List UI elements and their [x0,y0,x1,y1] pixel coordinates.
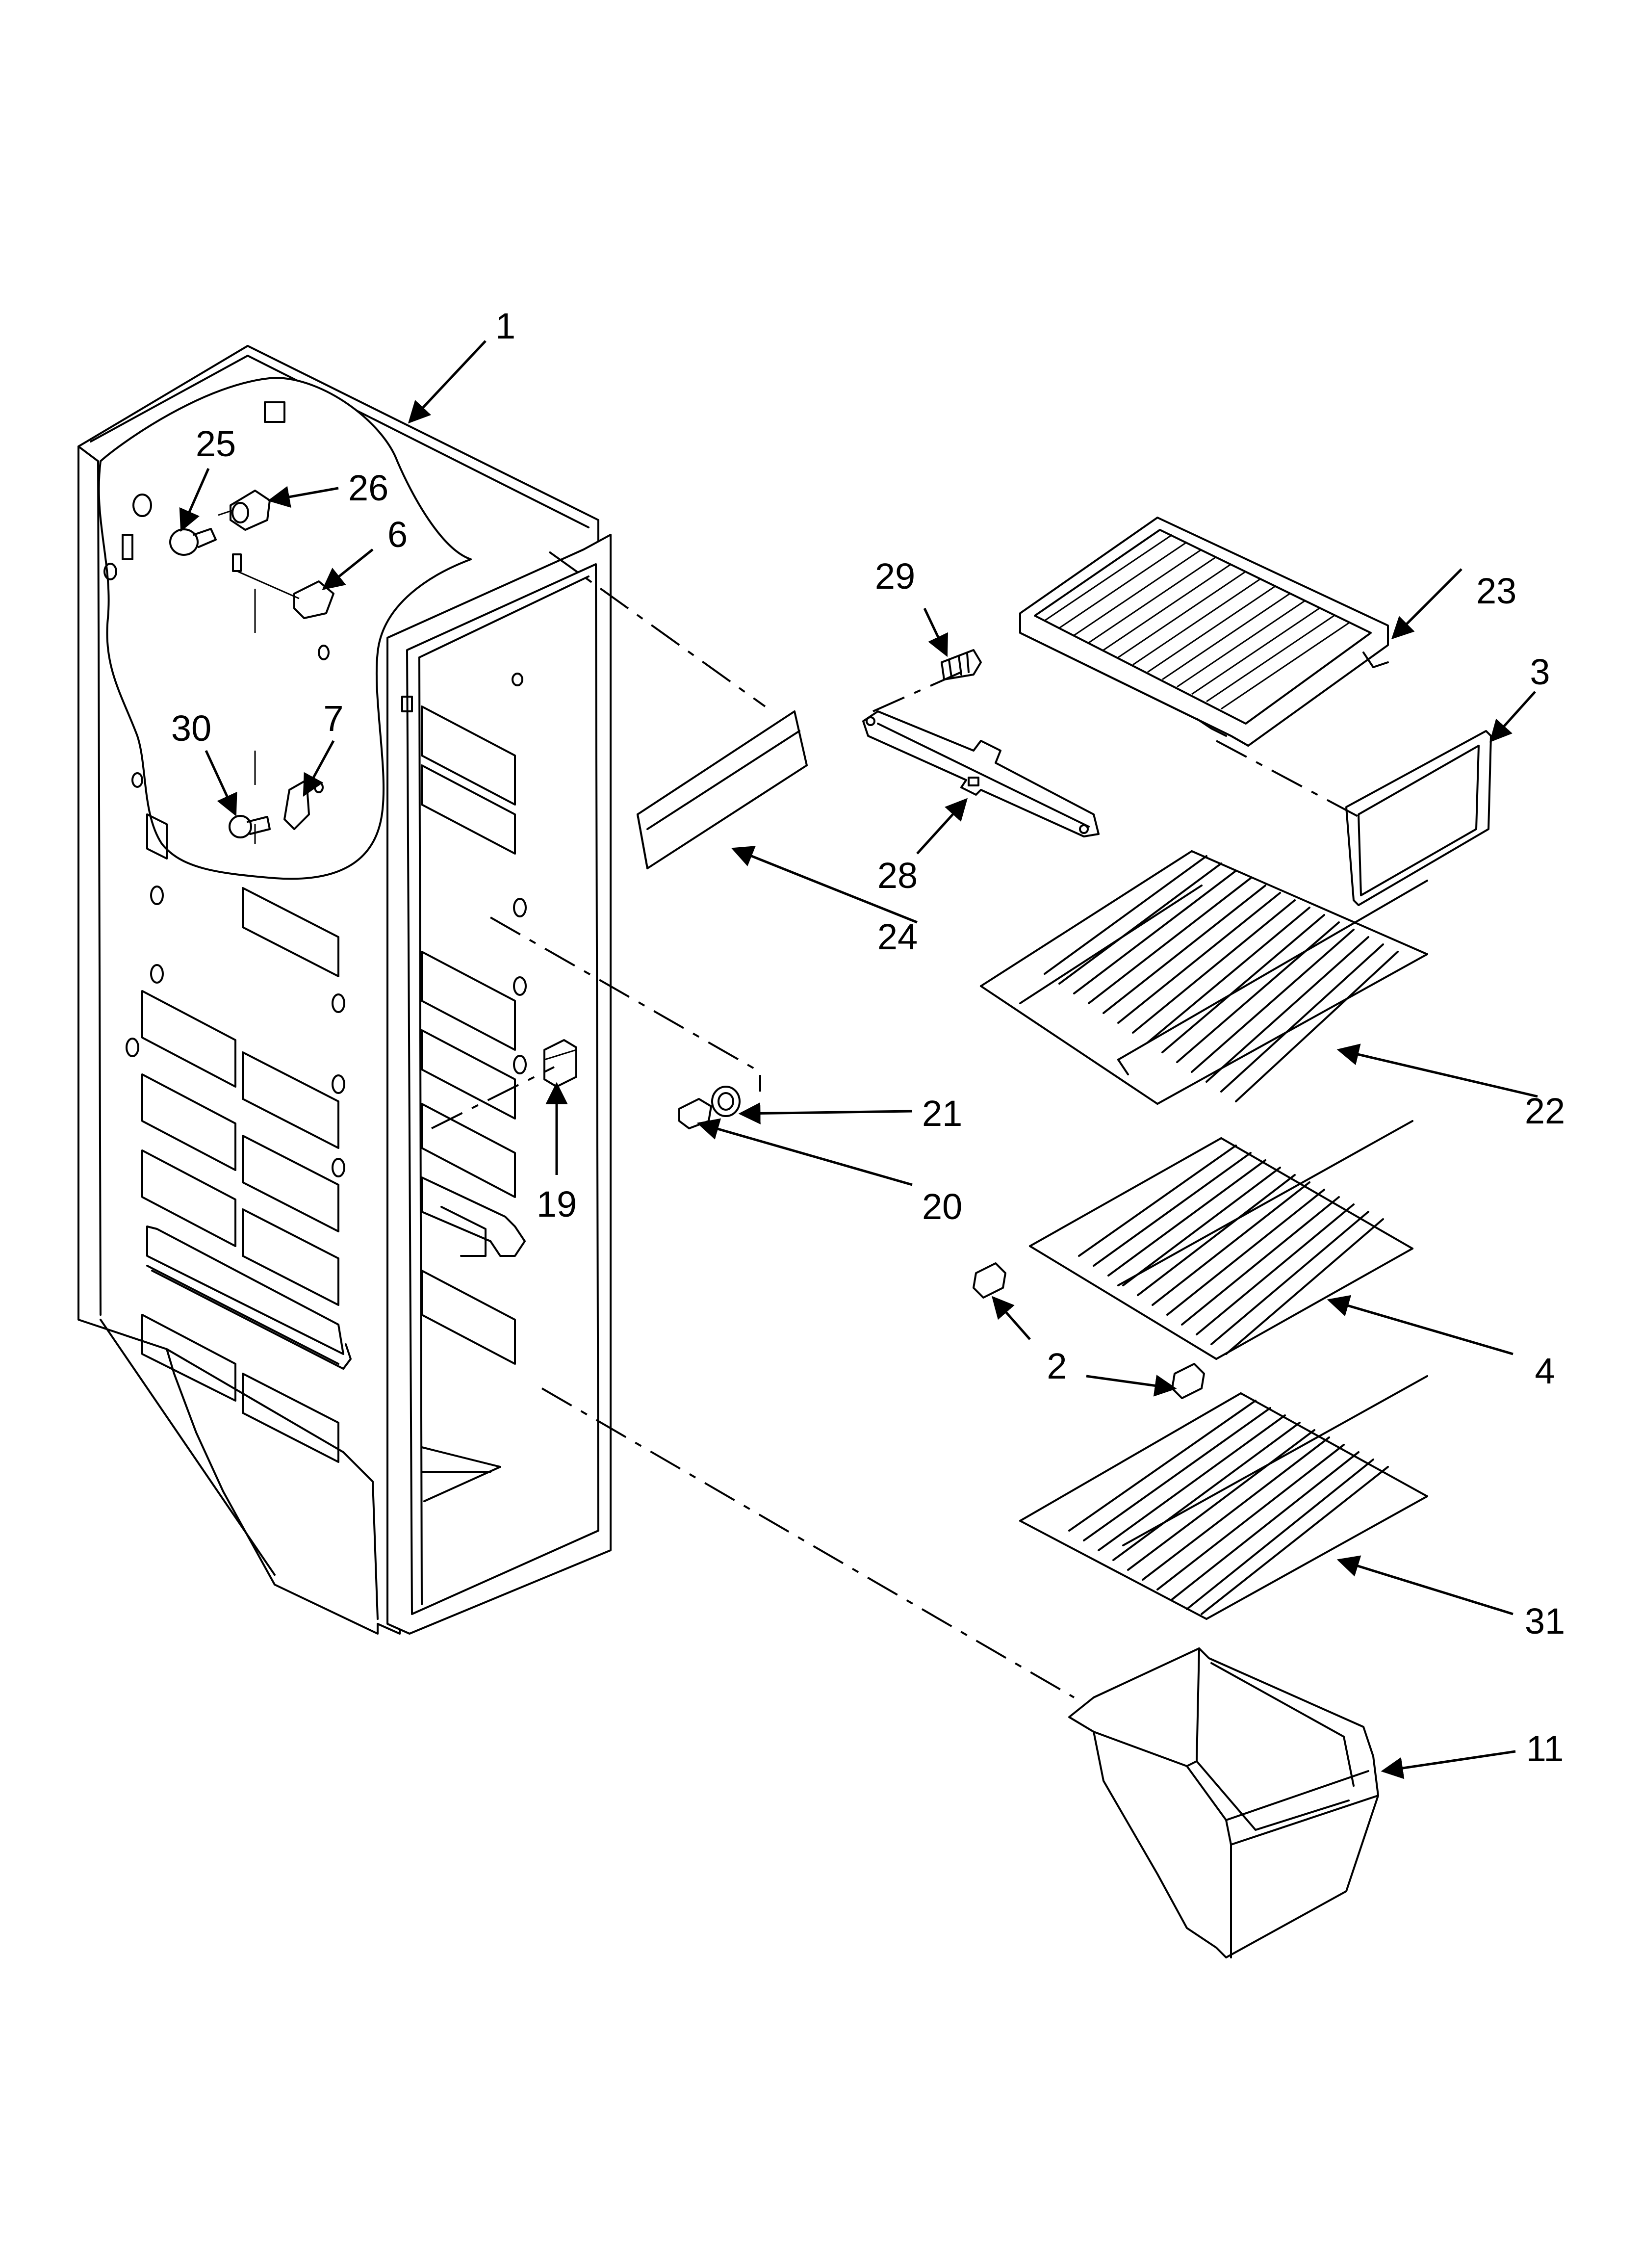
callout-26: 26 [348,468,388,508]
callout-3: 3 [1530,652,1550,692]
callout-29: 29 [875,556,915,597]
screw-29 [941,649,982,680]
fastener-20 [678,1098,712,1129]
callout-25: 25 [196,423,236,464]
wire-shelf-4 [1029,1120,1413,1360]
callout-19: 19 [537,1184,577,1225]
trim-24 [637,710,808,869]
callout-6: 6 [387,514,408,555]
liner-holes [103,401,527,1177]
callout-31: 31 [1525,1601,1565,1642]
callout-22: 22 [1525,1091,1565,1131]
callout-20: 20 [922,1186,962,1227]
bracket-28 [862,710,1100,837]
switch-19 [543,1039,577,1088]
clip-6 [232,553,334,619]
leader-lines [179,340,1538,1779]
callout-11: 11 [1526,1728,1564,1769]
callout-4: 4 [1535,1351,1555,1391]
callout-labels: 1 25 26 6 30 7 29 23 3 28 24 22 21 20 19… [171,306,1565,1769]
callout-1: 1 [495,306,515,346]
freezer-liner [77,345,612,1635]
shelf-stud-2 [973,1262,1205,1399]
fastener-21 [711,1086,741,1117]
callout-24: 24 [877,916,918,957]
callout-28: 28 [877,855,918,896]
callout-23: 23 [1476,571,1516,611]
light-socket-26 [218,490,271,531]
screw-30 [229,815,271,838]
wire-shelf-31 [1019,1375,1428,1620]
alignment-lines [431,551,1364,1698]
callout-7: 7 [323,698,343,739]
callout-2: 2 [1047,1346,1067,1386]
callout-21: 21 [922,1093,962,1134]
shelf-23 [1019,517,1389,747]
bin-11 [1068,1647,1379,1958]
liner-panels [141,705,526,1463]
wire-shelf-22 [980,850,1428,1105]
callout-30: 30 [171,708,211,749]
trim-3 [1345,730,1492,906]
